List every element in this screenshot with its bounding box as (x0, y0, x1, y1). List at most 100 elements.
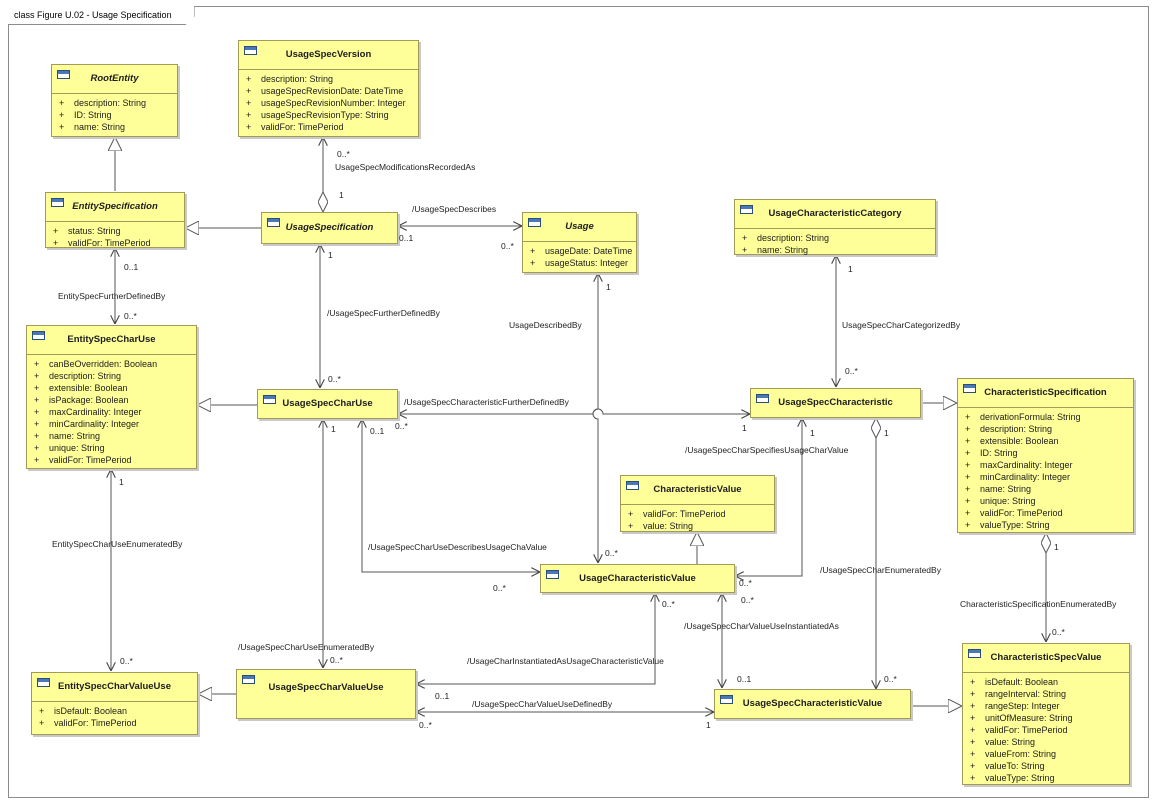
class-icon (267, 218, 280, 227)
assoc-label: UsageDescribedBy (509, 320, 582, 330)
assoc-label: UsageSpecModificationsRecordedAs (335, 162, 476, 172)
attribute: +unitOfMeasure: String (970, 713, 1073, 723)
assoc-char-further (398, 408, 750, 414)
multiplicity: 1 (742, 423, 747, 433)
assoc-use-describes (362, 419, 540, 572)
class-name: EntitySpecification (72, 201, 158, 212)
class-icon (244, 46, 257, 55)
assoc-label: /UsageSpecCharValueUseInstantiatedAs (684, 621, 839, 631)
assoc-label: /UsageCharInstantiatedAsUsageCharacteris… (467, 656, 664, 666)
attribute: +validFor: TimePeriod (53, 238, 151, 248)
class-name: Usage (565, 221, 594, 232)
class-name: CharacteristicSpecValue (990, 652, 1102, 663)
multiplicity: 0..* (395, 421, 408, 431)
multiplicity: 0..* (120, 656, 133, 666)
attribute: +value: String (970, 737, 1036, 747)
class-characteristic-value[interactable]: CharacteristicValue +validFor: TimePerio… (620, 475, 775, 532)
class-icon (720, 695, 733, 704)
attribute: +usageStatus: Integer (530, 258, 629, 268)
assoc-label: CharacteristicSpecificationEnumeratedBy (960, 599, 1117, 609)
attribute: +name: String (34, 431, 101, 441)
attribute: +usageSpecRevisionNumber: Integer (246, 98, 406, 108)
class-icon (32, 331, 45, 340)
attribute: +description: String (59, 98, 147, 108)
multiplicity: 0..1 (124, 262, 139, 272)
assoc-label: /UsageSpecDescribes (412, 204, 497, 214)
class-root-entity[interactable]: RootEntity +description: String +ID: Str… (51, 64, 178, 137)
attribute: +rangeInterval: String (970, 689, 1067, 699)
class-usage-spec-characteristic[interactable]: UsageSpecCharacteristic (750, 388, 921, 418)
attribute: +extensible: Boolean (965, 436, 1059, 446)
class-name: UsageSpecCharacteristicValue (742, 698, 883, 709)
multiplicity: 0..* (330, 655, 343, 665)
class-usage-spec-char-use[interactable]: UsageSpecCharUse (257, 389, 398, 419)
assoc-char-specifies (735, 418, 802, 576)
assoc-usage-described (592, 273, 598, 563)
class-usage[interactable]: Usage +usageDate: DateTime +usageStatus:… (522, 212, 637, 273)
class-icon (963, 384, 976, 393)
attribute: +description: String (34, 371, 122, 381)
multiplicity: 0..* (662, 599, 675, 609)
assoc-char-instantiated (416, 593, 655, 684)
assoc-label: EntitySpecFurtherDefinedBy (58, 291, 166, 301)
attribute: +isDefault: Boolean (39, 706, 128, 716)
class-usage-spec-characteristic-value[interactable]: UsageSpecCharacteristicValue (714, 689, 911, 719)
diagram-frame (8, 6, 1149, 798)
attribute: +minCardinality: Integer (34, 419, 140, 429)
multiplicity: 1 (119, 477, 124, 487)
multiplicity: 1 (706, 720, 711, 730)
class-usage-spec-char-value-use[interactable]: UsageSpecCharValueUse (236, 669, 416, 719)
attribute: +validFor: TimePeriod (970, 725, 1068, 735)
class-characteristic-specification[interactable]: CharacteristicSpecification +derivationF… (957, 378, 1134, 533)
class-usage-specification[interactable]: UsageSpecification (261, 212, 398, 244)
attribute: +unique: String (34, 443, 105, 453)
class-usage-characteristic-category[interactable]: UsageCharacteristicCategory +description… (734, 199, 936, 255)
class-name: EntitySpecCharValueUse (58, 681, 171, 692)
class-name: CharacteristicValue (653, 484, 742, 495)
attribute: +usageDate: DateTime (530, 246, 633, 256)
class-usage-characteristic-value[interactable]: UsageCharacteristicValue (540, 564, 735, 593)
class-entity-spec-char-use[interactable]: EntitySpecCharUse +canBeOverridden: Bool… (26, 325, 197, 469)
attribute: +valueFrom: String (970, 749, 1057, 759)
class-icon (626, 481, 639, 490)
class-icon (51, 198, 64, 207)
multiplicity: 0..* (845, 366, 858, 376)
attribute: +value: String (628, 521, 694, 531)
assoc-label: UsageSpecCharCategorizedBy (842, 320, 961, 330)
attribute: +ID: String (59, 110, 112, 120)
assoc-label: /UsageSpecFurtherDefinedBy (327, 308, 440, 318)
attribute: +ID: String (965, 448, 1018, 458)
attribute: +name: String (59, 122, 126, 132)
attribute: +valueType: String (970, 773, 1055, 783)
class-name: UsageCharacteristicValue (579, 573, 696, 584)
class-name: UsageSpecCharUse (282, 398, 373, 409)
class-icon (37, 678, 50, 687)
class-entity-spec-char-value-use[interactable]: EntitySpecCharValueUse +isDefault: Boole… (31, 672, 198, 735)
attribute: +unique: String (965, 496, 1036, 506)
class-entity-specification[interactable]: EntitySpecification +status: String +val… (45, 192, 185, 248)
attribute: +name: String (742, 245, 809, 255)
multiplicity: 1 (810, 428, 815, 438)
multiplicity: 1 (606, 282, 611, 292)
assoc-label: /UsageSpecCharEnumeratedBy (820, 565, 941, 575)
class-icon (740, 205, 753, 214)
class-characteristic-spec-value[interactable]: CharacteristicSpecValue +isDefault: Bool… (962, 643, 1130, 785)
multiplicity: 0..1 (435, 691, 450, 701)
class-usage-spec-version[interactable]: UsageSpecVersion +description: String +u… (238, 40, 419, 137)
attribute: +validFor: TimePeriod (34, 455, 132, 465)
attribute: +isDefault: Boolean (970, 677, 1059, 687)
attribute: +canBeOverridden: Boolean (34, 359, 158, 369)
attribute: +extensible: Boolean (34, 383, 128, 393)
multiplicity: 0..* (419, 720, 432, 730)
multiplicity: 0..* (328, 374, 341, 384)
attribute: +rangeStep: Integer (970, 701, 1060, 711)
attribute: +valueTo: String (970, 761, 1045, 771)
multiplicity: 0..* (337, 149, 350, 159)
assoc-label: EntitySpecCharUseEnumeratedBy (52, 539, 183, 549)
class-name: EntitySpecCharUse (67, 334, 156, 345)
attribute: +maxCardinality: Integer (34, 407, 142, 417)
attribute: +valueType: String (965, 520, 1050, 530)
multiplicity: 0..* (739, 578, 752, 588)
class-icon (242, 675, 255, 684)
